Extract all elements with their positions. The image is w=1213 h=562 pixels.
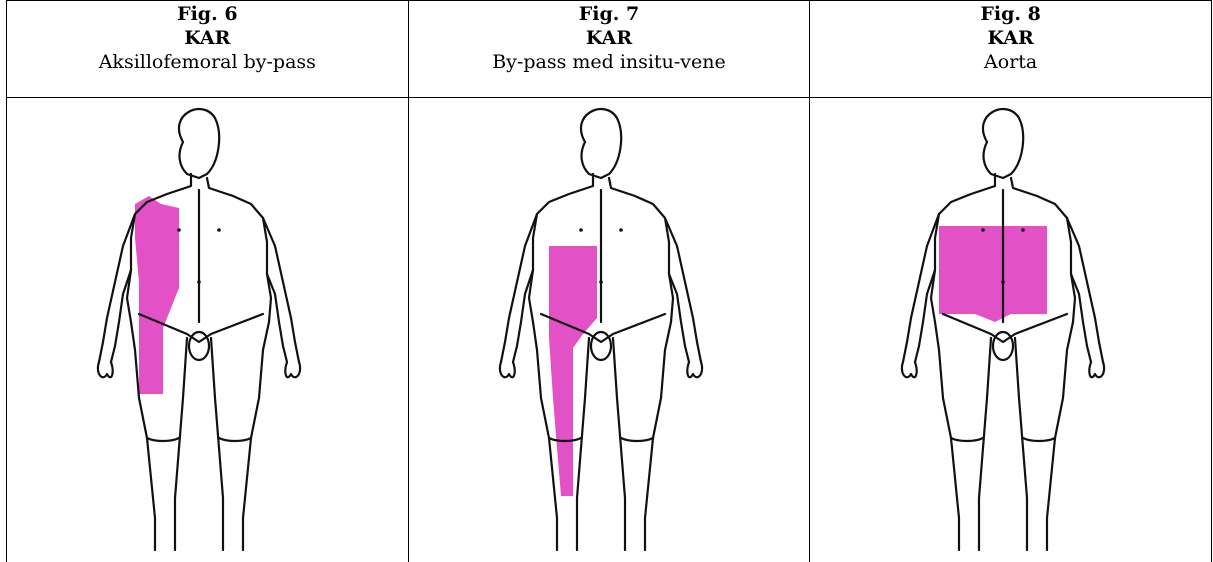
navel-dot — [198, 280, 202, 284]
outline-stroke — [1047, 322, 1073, 550]
outline-stroke — [98, 362, 113, 377]
outline-stroke — [1023, 438, 1055, 441]
highlight-shape — [549, 246, 597, 496]
outline-stroke — [219, 438, 251, 441]
figure-7-category: KAR — [409, 26, 810, 50]
figure-6-category: KAR — [7, 26, 408, 50]
outline-stroke — [207, 178, 271, 322]
outline-stroke — [983, 109, 1023, 178]
figure-8-number: Fig. 8 — [810, 2, 1211, 26]
figure-8-caption-cell: Fig. 8 KAR Aorta — [810, 1, 1212, 98]
outline-stroke — [1089, 362, 1104, 377]
highlight-region — [549, 246, 597, 496]
figure-8-category: KAR — [810, 26, 1211, 50]
outline-stroke — [902, 362, 917, 377]
figure-7-caption-cell: Fig. 7 KAR By-pass med insitu-vene — [408, 1, 810, 98]
figure-6-number: Fig. 6 — [7, 2, 408, 26]
outline-stroke — [687, 362, 702, 377]
figure-8-caption: Aorta — [810, 50, 1211, 74]
outline-stroke — [577, 338, 589, 550]
figure-7-body-diagram — [409, 98, 809, 560]
figure-7-caption: By-pass med insitu-vene — [409, 50, 810, 74]
outline-stroke — [621, 438, 653, 441]
highlight-shape — [939, 226, 1047, 322]
figure-8-image-cell — [810, 98, 1212, 562]
highlight-region — [135, 196, 179, 394]
body-outline — [902, 109, 1104, 550]
outline-stroke — [943, 314, 1067, 342]
outline-stroke — [609, 178, 673, 322]
figure-6-image-cell — [7, 98, 409, 562]
groin-outline — [993, 332, 1013, 360]
navel-dot — [599, 280, 603, 284]
outline-stroke — [175, 338, 187, 550]
outline-stroke — [645, 322, 671, 550]
outline-stroke — [979, 338, 991, 550]
chest-dot — [178, 228, 182, 232]
outline-stroke — [179, 109, 219, 178]
chest-dot — [981, 228, 985, 232]
figure-6-caption-cell: Fig. 6 KAR Aksillofemoral by-pass — [7, 1, 409, 98]
image-row — [7, 98, 1212, 562]
figure-6-caption: Aksillofemoral by-pass — [7, 50, 408, 74]
navel-dot — [1001, 280, 1005, 284]
groin-outline — [189, 332, 209, 360]
body-outline — [98, 109, 300, 550]
highlight-region — [939, 226, 1047, 322]
outline-stroke — [951, 438, 983, 441]
highlight-shape — [135, 196, 179, 394]
outline-stroke — [286, 362, 301, 377]
outline-stroke — [1015, 338, 1027, 550]
outline-stroke — [147, 438, 179, 441]
outline-stroke — [581, 109, 621, 178]
figure-7-number: Fig. 7 — [409, 2, 810, 26]
chest-dot — [579, 228, 583, 232]
outline-stroke — [935, 322, 959, 550]
figure-7-image-cell — [408, 98, 810, 562]
outline-stroke — [500, 362, 515, 377]
figures-table: Fig. 6 KAR Aksillofemoral by-pass Fig. 7… — [6, 0, 1212, 562]
chest-dot — [619, 228, 623, 232]
outline-stroke — [211, 338, 223, 550]
figure-6-body-diagram — [7, 98, 407, 560]
caption-row: Fig. 6 KAR Aksillofemoral by-pass Fig. 7… — [7, 1, 1212, 98]
outline-stroke — [613, 338, 625, 550]
outline-stroke — [243, 322, 269, 550]
chest-dot — [1021, 228, 1025, 232]
figure-8-body-diagram — [811, 98, 1211, 560]
chest-dot — [218, 228, 222, 232]
groin-outline — [591, 332, 611, 360]
body-outline — [500, 109, 702, 550]
